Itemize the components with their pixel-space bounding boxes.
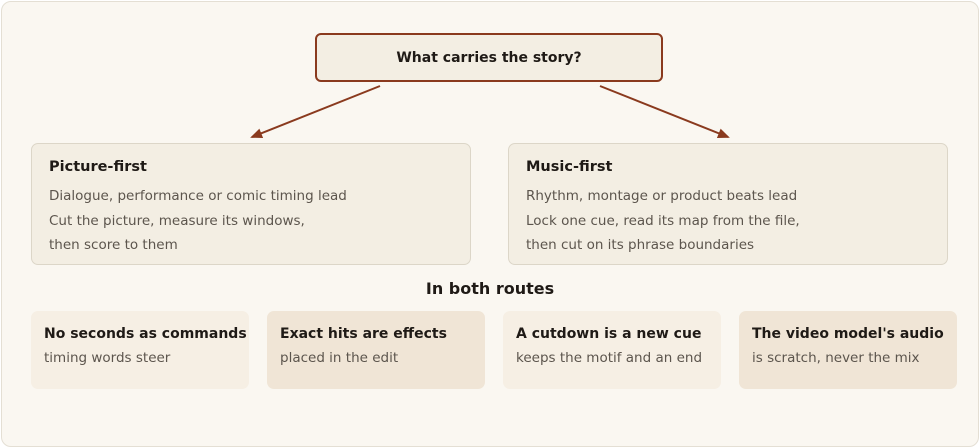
route-picture-first: Picture-first Dialogue, performance or c… <box>31 143 471 265</box>
route-line: Cut the picture, measure its windows, <box>49 212 305 229</box>
card-title: No seconds as commands <box>44 326 247 342</box>
card-title: Exact hits are effects <box>280 326 447 342</box>
both-routes-heading: In both routes <box>425 279 555 298</box>
arrow-to-picture-first <box>250 85 381 138</box>
card-text: placed in the edit <box>280 350 399 366</box>
rule-card-cutdown: A cutdown is a new cue keeps the motif a… <box>503 311 721 389</box>
card-text: keeps the motif and an end <box>516 350 703 366</box>
route-title: Music-first <box>526 159 613 175</box>
rule-card-exact-hits: Exact hits are effects placed in the edi… <box>267 311 485 389</box>
arrow-to-music-first <box>599 85 730 138</box>
card-text: timing words steer <box>44 350 171 366</box>
question-node: What carries the story? <box>315 33 663 82</box>
route-line: Rhythm, montage or product beats lead <box>526 188 798 204</box>
card-text: is scratch, never the mix <box>752 350 920 366</box>
rule-card-video-audio: The video model's audio is scratch, neve… <box>739 311 957 389</box>
rule-card-no-seconds: No seconds as commands timing words stee… <box>31 311 249 389</box>
route-line: then score to them <box>49 237 178 253</box>
route-line: Dialogue, performance or comic timing le… <box>49 188 347 204</box>
route-line: then cut on its phrase boundaries <box>526 237 755 253</box>
question-text: What carries the story? <box>396 49 582 66</box>
card-title: A cutdown is a new cue <box>516 326 702 342</box>
route-music-first: Music-first Rhythm, montage or product b… <box>508 143 948 265</box>
route-title: Picture-first <box>49 159 147 175</box>
card-title: The video model's audio <box>752 326 944 342</box>
route-line: Lock one cue, read its map from the file… <box>526 212 800 229</box>
